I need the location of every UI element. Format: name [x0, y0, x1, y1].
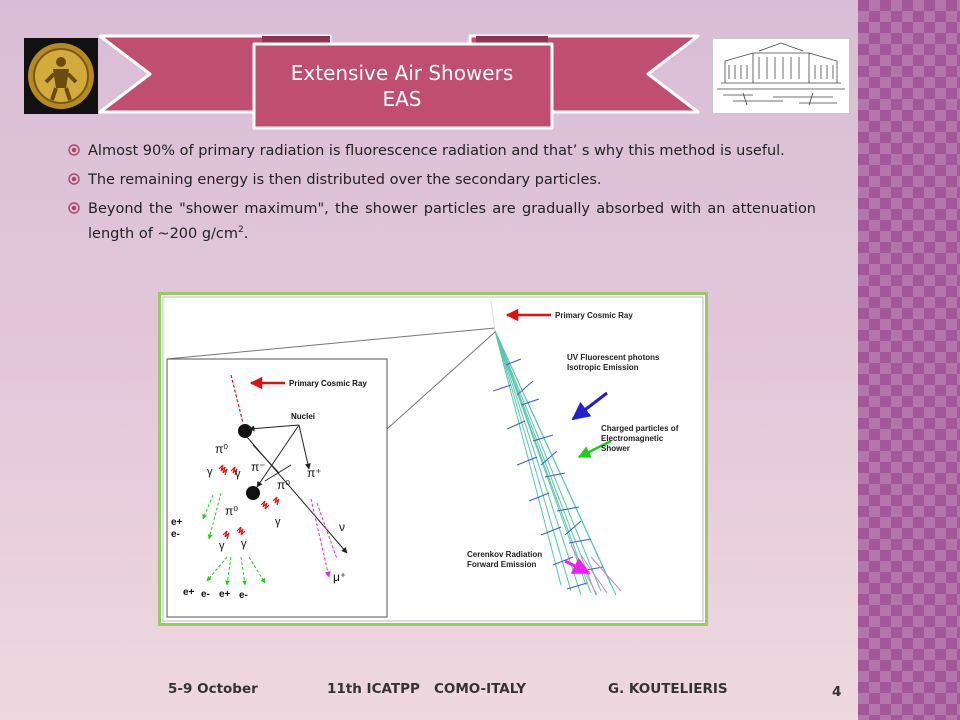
bullet-item: Almost 90% of primary radiation is fluor…	[68, 141, 816, 162]
bullet-list: Almost 90% of primary radiation is fluor…	[68, 141, 816, 253]
decorative-side-band	[858, 0, 960, 720]
air-shower-diagram: Primary Cosmic Ray UV Fluorescent photon…	[158, 292, 708, 626]
circled-bullet-icon	[68, 144, 80, 156]
slide-title-line-1: Extensive Air Showers	[290, 61, 514, 85]
zoom-lines	[166, 327, 496, 430]
label-pi0-c: π⁰	[225, 504, 238, 518]
label-pi-plus: π⁺	[307, 466, 322, 480]
main-shower	[490, 300, 622, 596]
label-bottom-e-3: e+	[219, 589, 231, 600]
footer-author: G. KOUTELIERIS	[608, 681, 728, 697]
label-mu-plus: μ⁺	[333, 570, 346, 584]
label-bottom-e-1: e+	[183, 587, 195, 598]
label-inset-primary: Primary Cosmic Ray	[289, 379, 367, 388]
page-number: 4	[832, 684, 842, 700]
label-gamma-1: γ	[207, 466, 213, 478]
footer-date: 5-9 October	[168, 681, 258, 697]
bullet-item: Beyond the "shower maximum", the shower …	[68, 199, 816, 245]
circled-bullet-icon	[68, 173, 80, 185]
label-cerenkov-line-2: Forward Emission	[467, 560, 536, 569]
slide-title-line-2: EAS	[382, 87, 422, 111]
footer-conference: 11th ICATPP COMO-ITALY	[327, 681, 527, 697]
slide-title: Extensive Air Showers EAS	[252, 60, 552, 112]
label-gamma-2: γ	[235, 468, 241, 480]
title-banner	[98, 34, 700, 130]
label-cerenkov-line-1: Cerenkov Radiation	[467, 550, 542, 559]
bullet-text: Beyond the "shower maximum", the shower …	[88, 201, 816, 242]
label-bottom-e-4: e-	[239, 590, 248, 601]
label-bottom-e-2: e-	[201, 589, 210, 600]
bullet-item: The remaining energy is then distributed…	[68, 170, 816, 191]
label-pi0-a: π⁰	[215, 442, 228, 456]
label-gamma-4: γ	[219, 540, 225, 552]
label-charged-line-1: Charged particles of	[601, 424, 679, 433]
bullet-end: .	[243, 225, 249, 242]
label-pi-minus: π⁻	[251, 460, 266, 474]
label-e-plus: e+	[171, 517, 183, 528]
label-gamma-5: γ	[241, 538, 247, 550]
university-seal-logo	[24, 38, 98, 114]
label-charged-line-2: Electromagnetic	[601, 434, 664, 443]
label-nuclei: Nuclei	[291, 412, 315, 421]
label-e-minus: e-	[171, 529, 180, 540]
label-pi0-b: π⁰	[277, 478, 290, 492]
label-nu: ν	[339, 520, 345, 534]
bullet-text: Almost 90% of primary radiation is fluor…	[88, 143, 785, 159]
villa-olmo-sketch-logo	[712, 38, 850, 114]
label-uv-line-1: UV Fluorescent photons	[567, 353, 660, 362]
superscript: 2	[238, 225, 244, 235]
bullet-text: The remaining energy is then distributed…	[88, 172, 602, 188]
circled-bullet-icon	[68, 202, 80, 214]
label-primary-cosmic-ray: Primary Cosmic Ray	[555, 311, 633, 320]
label-uv-line-2: Isotropic Emission	[567, 363, 639, 372]
label-charged-line-3: Shower	[601, 444, 630, 453]
interaction-inset	[166, 358, 388, 618]
label-gamma-3: γ	[275, 516, 281, 528]
